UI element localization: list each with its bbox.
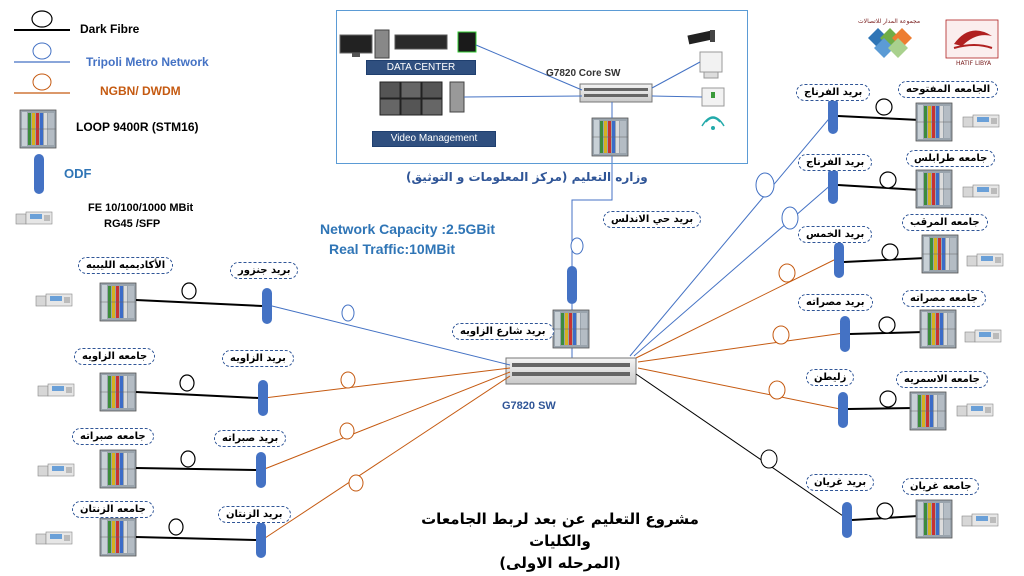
right-post-2: بريد الخمس: [798, 226, 873, 243]
left-post-2: بريد صبراته: [214, 430, 287, 447]
right-uni-1: جامعه طرابلس: [906, 150, 996, 167]
right-site-2: [834, 234, 1004, 278]
right-site-5: [842, 499, 999, 539]
server-tower-icon: [374, 29, 390, 59]
loop-zawia-street: [552, 309, 590, 349]
left-uni-1: جامعه الزاويه: [74, 348, 156, 365]
ngbn-legend-loop: [32, 73, 52, 91]
metro-legend-loop: [32, 42, 52, 60]
legend-ngbn: NGBN/ DWDM: [100, 84, 181, 98]
legend-tripoli-metro: Tripoli Metro Network: [86, 55, 209, 69]
right-site-4: [838, 390, 994, 431]
left-post-3: بريد الزنتان: [218, 506, 291, 523]
legend-fe-line2: RG45 /SFP: [104, 218, 161, 230]
core-switch-label: G7820 Core SW: [546, 68, 621, 79]
hatif-libya-logo: [945, 19, 999, 59]
right-uni-4: جامعه الاسمريه: [896, 371, 988, 388]
right-uni-5: جامعه غريان: [902, 478, 980, 495]
datacenter-devices: [339, 29, 725, 157]
odf-legend-icon: [34, 154, 44, 194]
ministry-link: [571, 156, 613, 268]
server-rack-icon: [394, 34, 448, 50]
right-uni-0: الجامعه المفتوحه: [898, 81, 999, 98]
title-line-2: (المرحله الاولى): [499, 554, 621, 572]
label-andalus: بريد حي الاندلس: [603, 211, 702, 228]
right-site-0: [828, 98, 1000, 142]
almadar-caption: مجموعة المدار للاتصالات: [858, 18, 921, 25]
right-post-4: زليطن: [806, 369, 855, 386]
left-site-3: [35, 517, 266, 558]
right-post-1: بريد الفرناج: [798, 154, 873, 171]
video-management-caption: Video Management: [372, 131, 496, 147]
legend: [14, 10, 70, 225]
datacenter-frame: [336, 10, 748, 164]
right-uni-2: جامعه المرقب: [902, 214, 988, 231]
left-uni-0: الأكاديميه الليبيه: [78, 257, 174, 274]
left-uni-2: جامعه صبراته: [72, 428, 154, 445]
real-traffic: Real Traffic:10MBit: [329, 241, 456, 257]
almadar-logo: [868, 28, 912, 58]
hatif-libya-caption: HATIF LIBYA: [956, 60, 992, 67]
odf-andalus: [567, 266, 577, 304]
main-switch: [505, 357, 637, 385]
legend-dark-fibre: Dark Fibre: [80, 22, 140, 36]
ministry-label: وزاره التعليم (مركز المعلومات و التوثيق): [406, 170, 648, 184]
left-site-1: [37, 372, 268, 416]
loop-device-icon: [19, 109, 57, 149]
left-site-2: [37, 449, 266, 489]
right-post-5: بريد غريان: [806, 474, 875, 491]
camera-icon: [687, 30, 715, 45]
left-post-1: بريد الزاويه: [222, 350, 294, 367]
right-uni-3: جامعه مصراته: [902, 290, 986, 307]
legend-loop: LOOP 9400R (STM16): [76, 120, 199, 134]
network-capacity: Network Capacity :2.5GBit: [320, 221, 496, 237]
dark-fibre-legend-loop: [31, 10, 53, 28]
right-site-1: [828, 168, 1000, 209]
title-line-1: مشروع التعليم عن بعد لربط الجامعات والكل…: [421, 510, 699, 550]
right-post-0: بريد الفرناج: [796, 84, 871, 101]
left-site-0: [35, 282, 272, 324]
video-wall-icon: [379, 81, 443, 116]
left-links: [261, 304, 511, 541]
right-post-3: بريد مصراته: [798, 294, 873, 311]
main-switch-label: G7820 SW: [502, 400, 556, 412]
data-center-caption: DATA CENTER: [366, 60, 476, 75]
legend-fe-line1: FE 10/100/1000 MBit: [88, 202, 194, 214]
wireless-icon: [701, 116, 725, 127]
right-site-3: [840, 309, 1002, 352]
label-zawia-street: بريد شارع الزاويه: [452, 323, 554, 340]
left-post-0: بريد جنزور: [230, 262, 299, 279]
sfp-legend-icon: [15, 211, 53, 225]
legend-odf: ODF: [64, 166, 92, 181]
right-links: [629, 113, 847, 519]
left-uni-3: جامعه الزنتان: [72, 501, 154, 518]
storage-icon: [457, 31, 477, 53]
page-title: مشروع التعليم عن بعد لربط الجامعات والكل…: [400, 508, 720, 574]
